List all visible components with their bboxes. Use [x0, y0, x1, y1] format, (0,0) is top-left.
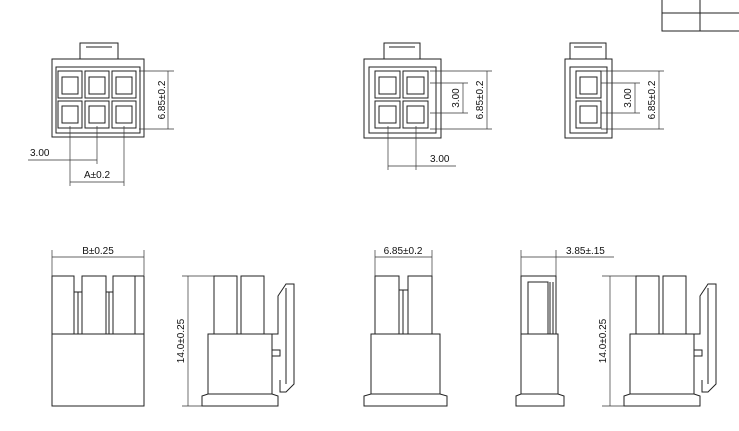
pitch-4pin-v-label: 3.00: [451, 88, 462, 108]
pitch-2pin-v-label: 3.00: [623, 88, 634, 108]
height-2pin-label: 6.85±0.2: [647, 80, 658, 119]
front-view-4pin: 3.00 6.85±0.2 3.00: [363, 42, 492, 170]
side-width-2pin-label: 3.85±.15: [566, 246, 605, 257]
pitch-4pin-h-label: 3.00: [430, 154, 450, 165]
dimension-pitch-6pin: 3.00 A±0.2: [28, 126, 125, 186]
dimension-side-width-4pin: 6.85±0.2: [374, 246, 433, 276]
dimension-pitch-4pin-h: 3.00: [387, 126, 456, 170]
front-view-2pin: 3.00 6.85±0.2: [564, 42, 664, 139]
side-view-2pin: 3.85±.15: [515, 246, 614, 407]
pin-cavity-grid-4: [374, 70, 429, 129]
profile-view-right: 14.0±0.25: [598, 275, 717, 407]
front-view-6pin: 6.85±0.2 3.00 A±0.2: [28, 42, 174, 186]
side-view-4pin: 6.85±0.2: [363, 246, 448, 407]
dimension-height-side-1: 14.0±0.25: [176, 275, 214, 407]
side-height-2-label: 14.0±0.25: [598, 318, 609, 363]
dimension-height-4pin: 6.85±0.2: [430, 70, 492, 130]
height-6pin-label: 6.85±0.2: [157, 80, 168, 119]
side-view-6pin: B±0.25: [51, 246, 145, 407]
width-6pin-label: A±0.2: [84, 170, 110, 181]
pin-cavity-grid-6: [57, 70, 137, 129]
height-4pin-label: 6.85±0.2: [475, 80, 486, 119]
pitch-6pin-label: 3.00: [30, 148, 50, 159]
dimension-side-width-2pin: 3.85±.15: [520, 246, 614, 276]
side-height-1-label: 14.0±0.25: [176, 318, 187, 363]
dimension-pitch-2pin-v: 3.00: [601, 82, 640, 114]
profile-view-left: 14.0±0.25: [176, 275, 295, 407]
dimension-width-b: B±0.25: [51, 246, 145, 276]
title-block: [661, 0, 739, 32]
pin-cavity-grid-2: [575, 70, 602, 129]
dimension-height-side-2: 14.0±0.25: [598, 275, 636, 407]
side-width-b-label: B±0.25: [82, 246, 114, 257]
side-width-4pin-label: 6.85±0.2: [384, 246, 423, 257]
dimension-height-2pin: 6.85±0.2: [601, 70, 664, 130]
dimension-pitch-4pin-v: 3.00: [430, 82, 468, 114]
dimension-height-6pin: 6.85±0.2: [139, 70, 174, 130]
